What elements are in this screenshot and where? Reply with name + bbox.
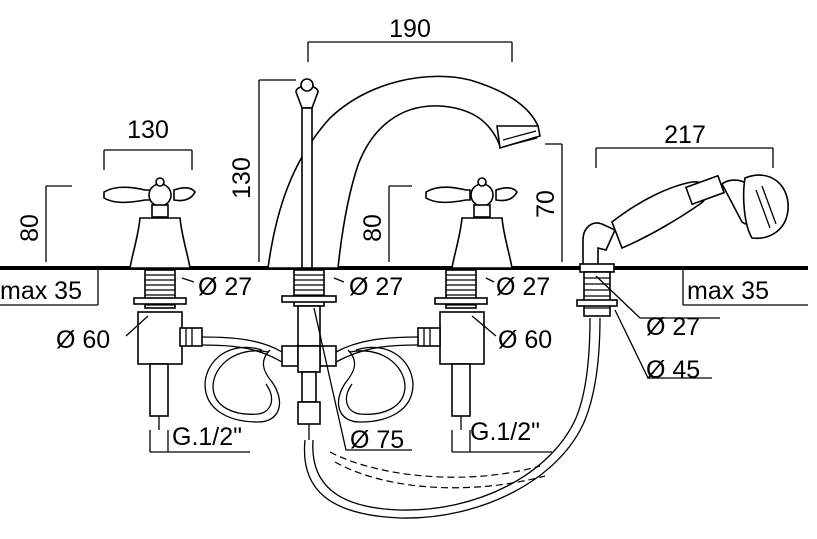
dimension-labels: 190 130 217 80 130 80 70 max 35 max 35 Ø… [0,15,769,454]
deck-right-label: max 35 [687,277,769,305]
right-tap-valve [417,177,518,430]
flange-right-label: Ø 60 [498,326,552,354]
shower-length-label: 217 [664,121,706,149]
hole-mid-right-label: Ø 27 [496,273,550,301]
handle-span-label: 130 [127,116,169,144]
flex-hoses [201,317,601,519]
right-valve-height-label: 80 [359,214,387,242]
center-shank [281,269,337,440]
left-valve-height-label: 80 [16,214,44,242]
shower-flange-label: Ø 45 [646,356,700,384]
left-tap-valve [103,177,203,430]
bath-spout [267,75,541,269]
hole-left-label: Ø 27 [198,273,252,301]
hand-shower [576,174,789,317]
thread-right-label: G.1/2" [470,418,540,446]
spout-height-label: 130 [228,157,256,199]
dimension-lines [45,41,774,453]
flange-left-label: Ø 60 [56,326,110,354]
diverter-knob [295,78,319,269]
hose-loop-label: Ø 75 [350,426,404,454]
deck-left-label: max 35 [0,277,82,305]
hole-shower-label: Ø 27 [646,313,700,341]
shower-height-label: 70 [532,190,560,218]
spout-reach-label: 190 [389,15,431,43]
hole-center-label: Ø 27 [349,273,403,301]
thread-left-label: G.1/2" [172,423,242,451]
